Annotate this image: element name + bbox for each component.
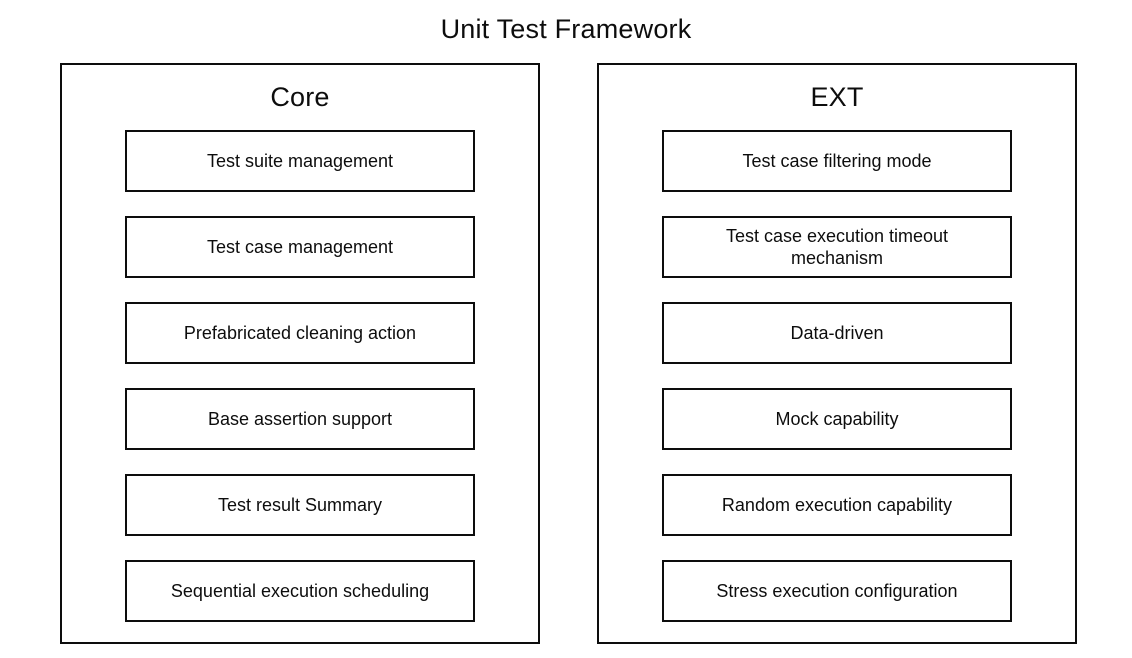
- core-item-prefabricated-cleaning-action: Prefabricated cleaning action: [125, 302, 475, 364]
- core-item-test-suite-management: Test suite management: [125, 130, 475, 192]
- core-panel: Core Test suite management Test case man…: [60, 63, 540, 644]
- ext-item-data-driven: Data-driven: [662, 302, 1012, 364]
- core-item-sequential-execution-scheduling: Sequential execution scheduling: [125, 560, 475, 622]
- core-item-base-assertion-support: Base assertion support: [125, 388, 475, 450]
- core-item-test-result-summary: Test result Summary: [125, 474, 475, 536]
- diagram-title: Unit Test Framework: [440, 14, 692, 44]
- ext-item-stress-execution-configuration: Stress execution configuration: [662, 560, 1012, 622]
- ext-panel-header: EXT: [810, 82, 864, 112]
- ext-item-mock-capability: Mock capability: [662, 388, 1012, 450]
- core-item-test-case-management: Test case management: [125, 216, 475, 278]
- ext-item-test-case-filtering-mode: Test case filtering mode: [662, 130, 1012, 192]
- ext-item-test-case-execution-timeout-mechanism: Test case execution timeout mechanism: [662, 216, 1012, 278]
- core-panel-header: Core: [270, 82, 330, 112]
- ext-item-random-execution-capability: Random execution capability: [662, 474, 1012, 536]
- ext-panel: EXT Test case filtering mode Test case e…: [597, 63, 1077, 644]
